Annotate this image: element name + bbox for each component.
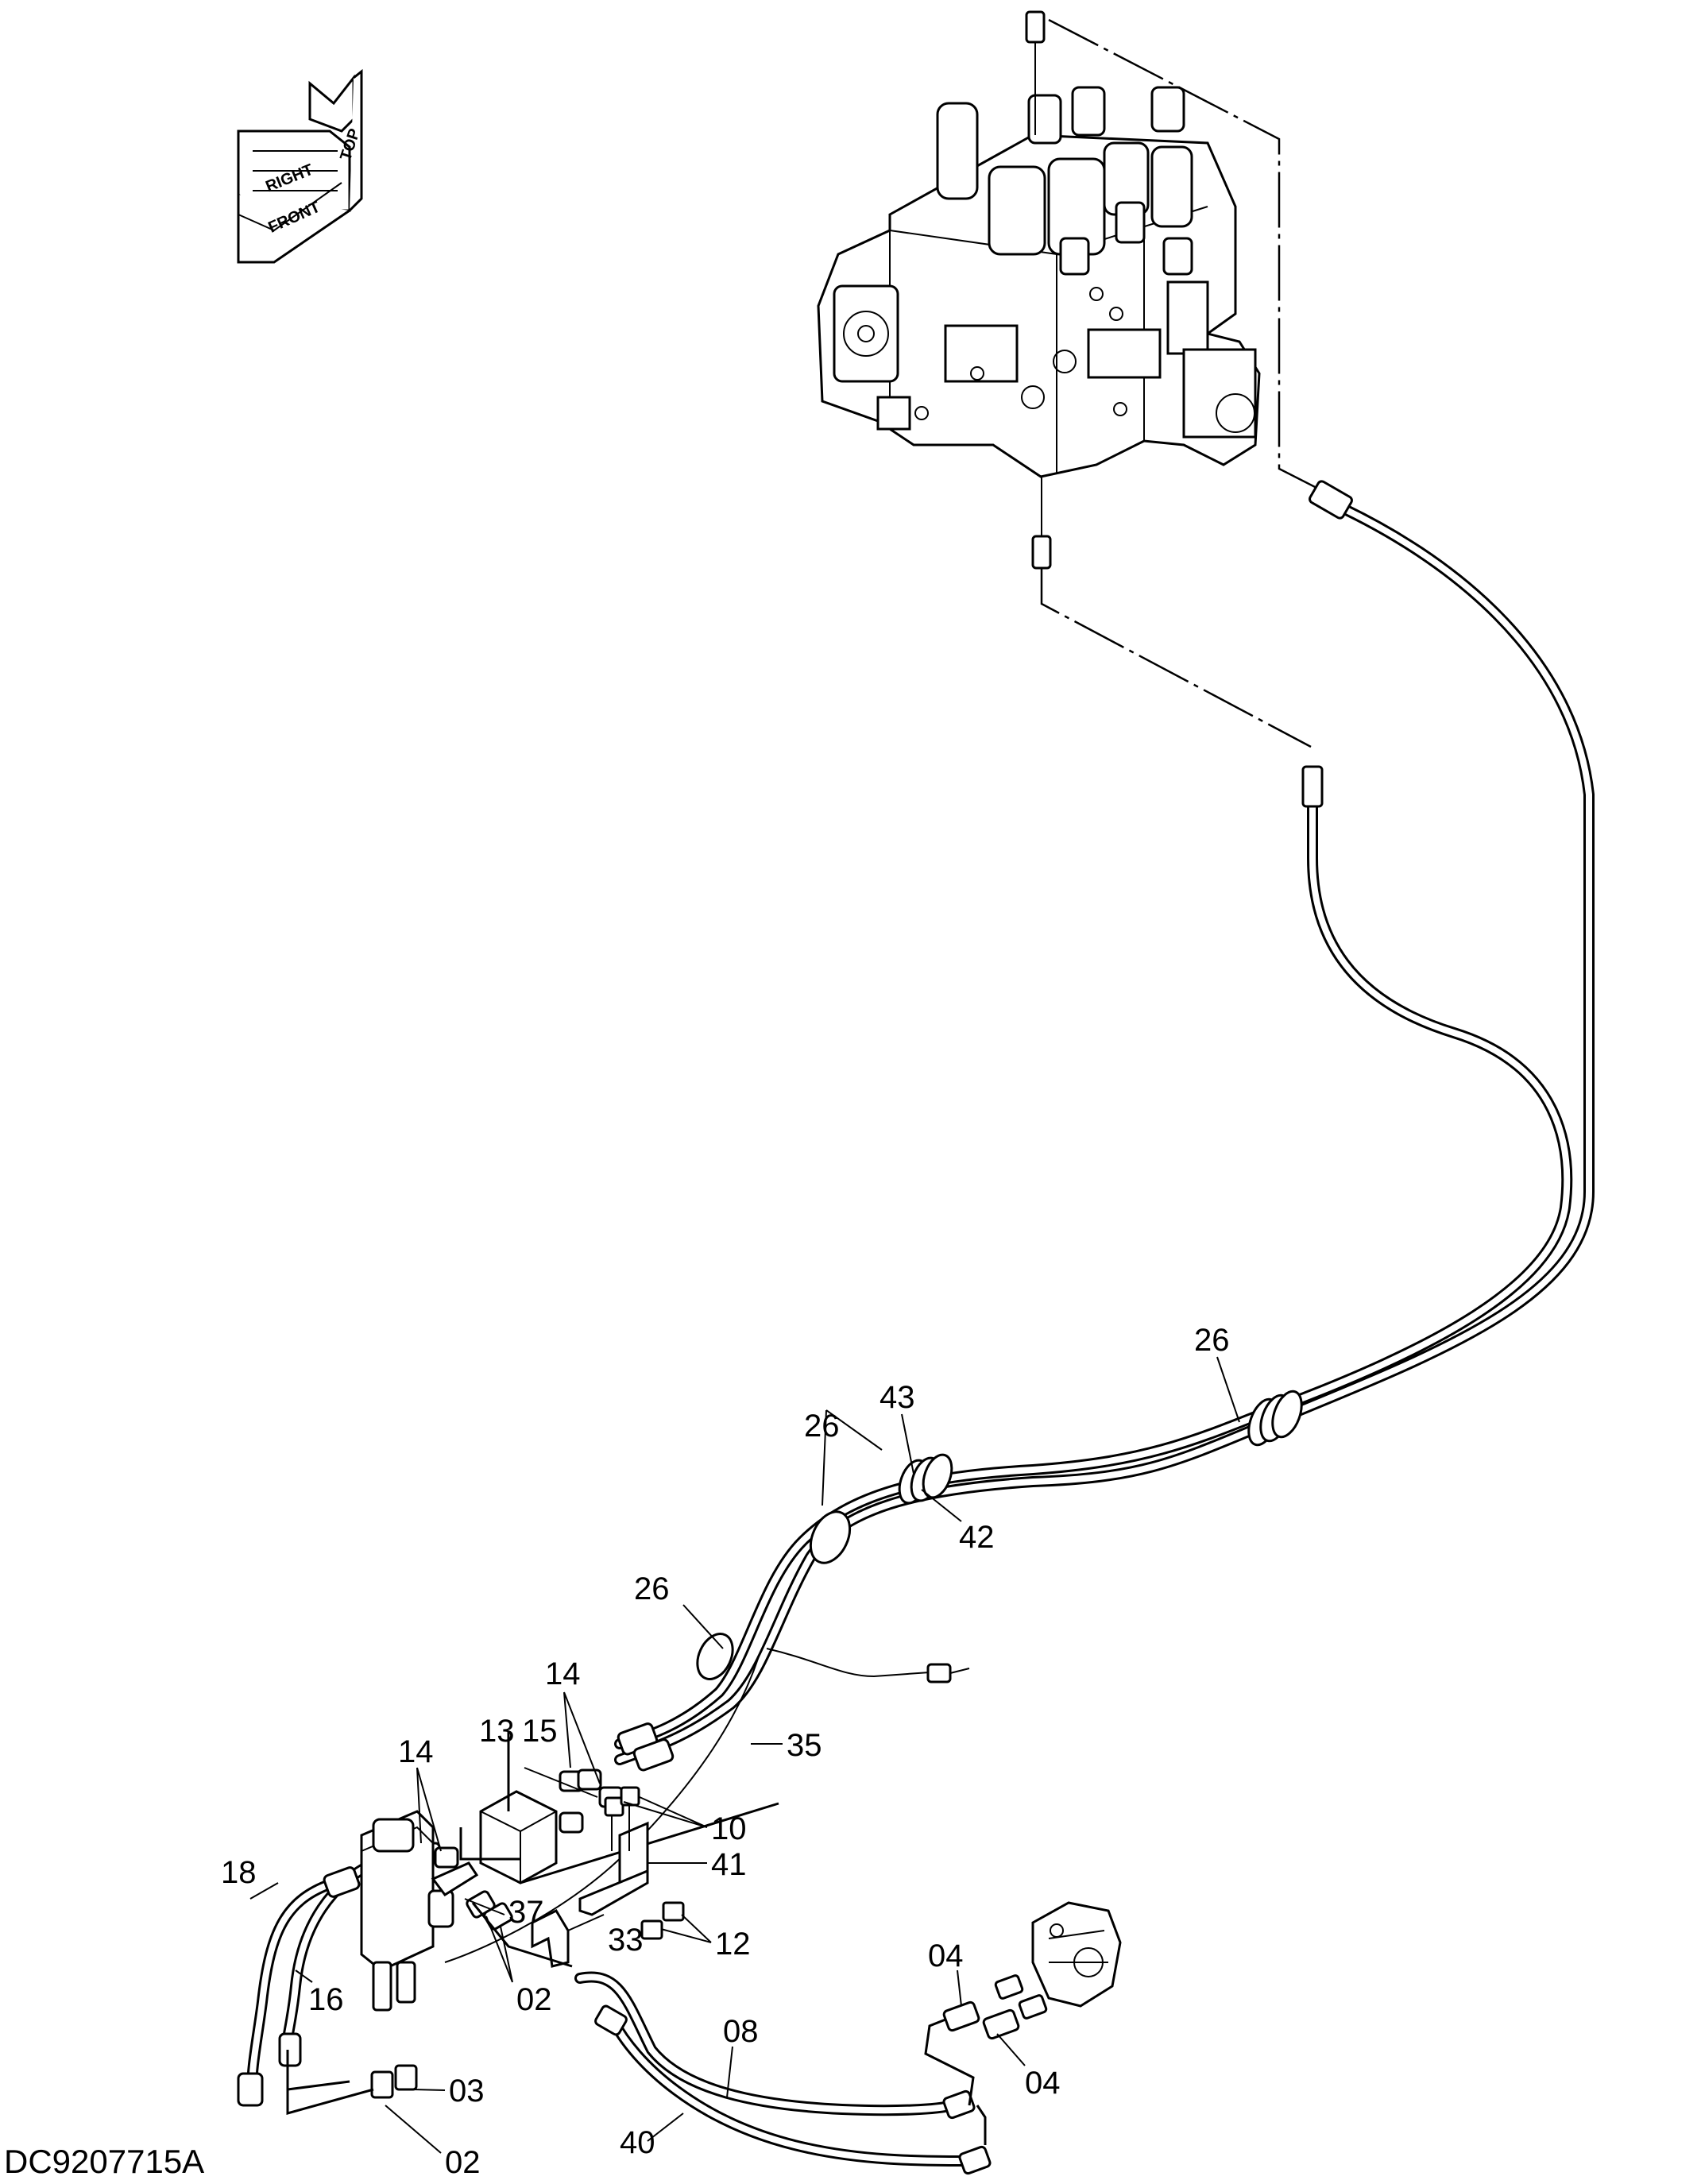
orientation-indicator: TOP RIGHT FRONT [237,68,364,264]
callout-43: 43 [879,1380,915,1415]
callout-14: 14 [398,1734,434,1769]
drawing-number: DC9207715A [4,2143,204,2180]
callout-16: 16 [308,1982,344,2017]
callout-02: 02 [445,2145,481,2180]
callout-40: 40 [620,2125,655,2160]
pilot-hose-left [614,781,1573,1749]
connection-lines [1040,18,1324,748]
travel-valve-right [942,1901,1122,2040]
bracket-41 [578,1786,685,1940]
callout-41: 41 [711,1847,747,1882]
callout-33: 33 [608,1923,644,1958]
leader-lines [249,1356,1240,2154]
callout-26: 26 [804,1409,840,1444]
callout-42: 42 [959,1520,995,1555]
callout-04: 04 [928,1939,964,1973]
pilot-valve-left [286,1810,454,2115]
pilot-hose-right [614,499,1595,1765]
block-13 [459,1732,779,1884]
callout-labels: 26 43 26 42 26 14 13 15 35 14 10 41 18 3… [221,1323,1230,2180]
callout-37: 37 [508,1895,544,1930]
callout-26: 26 [1194,1323,1230,1358]
callout-18: 18 [221,1855,257,1890]
hose-clamps [696,1390,1303,1680]
callout-04: 04 [1025,2066,1061,2101]
callout-02: 02 [516,1982,552,2017]
callout-15: 15 [522,1714,558,1749]
hoses-08-40 [574,1971,992,2175]
callout-10: 10 [711,1811,747,1846]
callout-14: 14 [545,1656,581,1691]
callout-03: 03 [449,2074,485,2109]
control-valve [817,10,1261,570]
elbow-fittings [431,1861,573,1968]
hose-fittings-upper [617,1722,675,1772]
callout-13: 13 [479,1714,515,1749]
callout-35: 35 [787,1728,822,1763]
callout-12: 12 [715,1927,751,1962]
callout-08: 08 [723,2014,759,2049]
callout-26: 26 [634,1571,670,1606]
